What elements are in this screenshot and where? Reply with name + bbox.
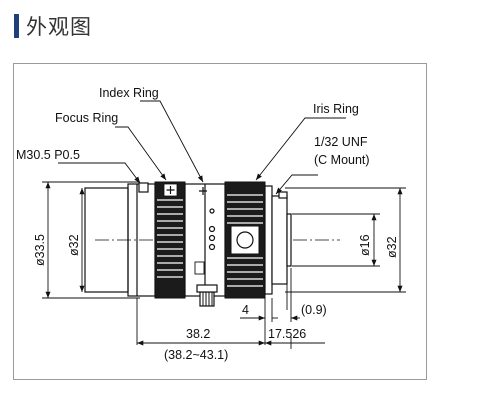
page-title: 外观图: [26, 15, 92, 39]
section-header: 外观图: [0, 10, 481, 40]
focus-ring-label: Focus Ring: [55, 111, 118, 125]
dim-dia-33-5: ø33.5: [33, 234, 47, 266]
title-accent-bar: [14, 14, 19, 38]
dim-dia-32-left: ø32: [67, 234, 81, 256]
iris-ring-label: Iris Ring: [313, 102, 359, 116]
c-mount-label: (C Mount): [314, 153, 370, 167]
front-barrel: [84, 182, 156, 297]
c-mount: [264, 185, 292, 295]
dim-length-17-526: 17.526: [268, 327, 306, 341]
unf-label: 1/32 UNF: [314, 135, 368, 149]
mount-thread-label: M30.5 P0.5: [16, 148, 80, 162]
dim-dia-16: ø16: [358, 234, 372, 256]
leader-lines: [42, 100, 406, 349]
index-ring-body: [184, 183, 226, 307]
focus-ring: [154, 181, 186, 299]
dim-dia-32-right: ø32: [385, 236, 399, 258]
dim-length-38-2: 38.2: [186, 327, 210, 341]
dim-length-0-9: (0.9): [301, 303, 327, 317]
index-ring-label: Index Ring: [99, 86, 159, 100]
iris-ring: [224, 181, 266, 299]
dim-length-4: 4: [242, 303, 249, 317]
dim-length-range: (38.2~43.1): [164, 348, 228, 362]
